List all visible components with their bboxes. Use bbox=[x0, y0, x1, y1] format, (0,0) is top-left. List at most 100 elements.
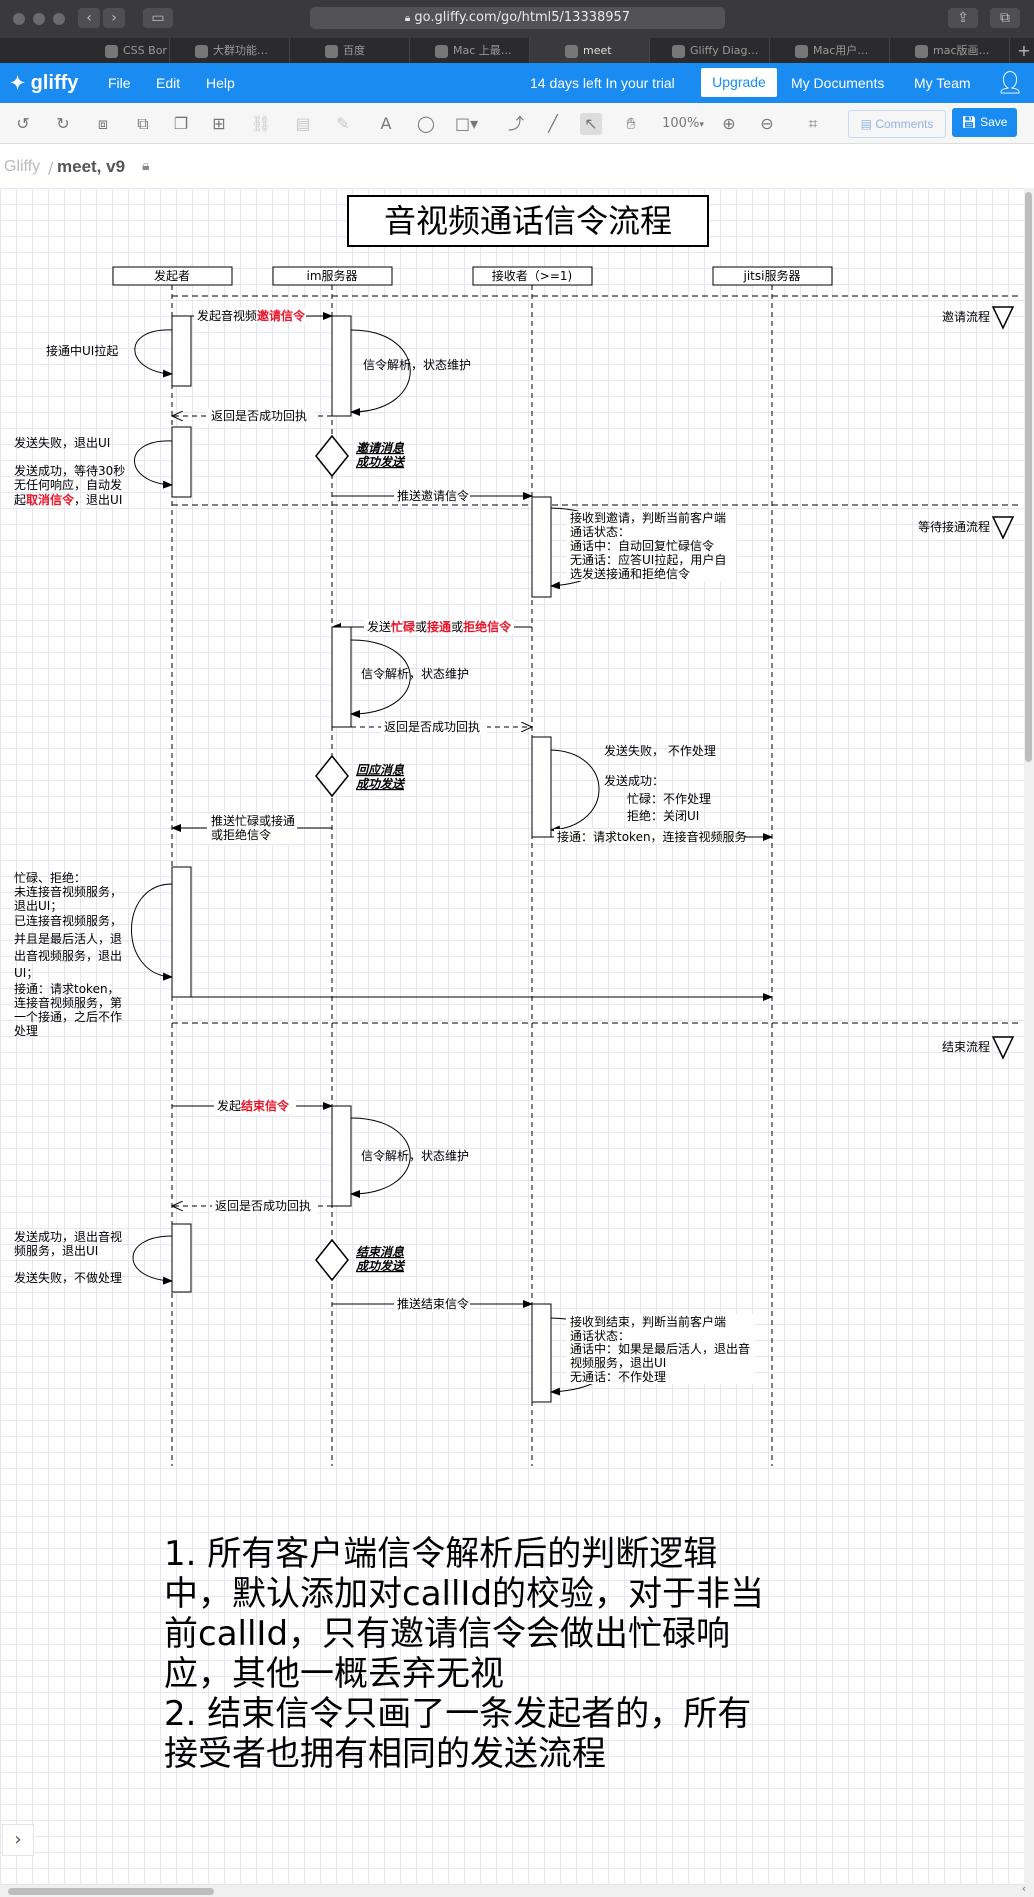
back-icon[interactable]: ‹ bbox=[78, 8, 100, 28]
note-im: 信令解析，状态维护 bbox=[363, 357, 471, 372]
my-documents-link[interactable]: My Documents bbox=[791, 75, 885, 91]
note-line: 中，默认添加对callId的校验，对于非当 bbox=[164, 1574, 765, 1614]
group-icon[interactable]: ❐ bbox=[173, 114, 189, 133]
tab-item[interactable]: Mac用户… bbox=[770, 38, 890, 63]
activation-bar[interactable] bbox=[531, 736, 552, 838]
lane-label-caller: 发起者 bbox=[154, 268, 190, 283]
vertical-scroll-thumb[interactable] bbox=[1025, 192, 1032, 762]
message-label: 推送忙碌或接通 bbox=[211, 813, 295, 828]
address-bar[interactable]: 🔒︎ go.gliffy.com/go/html5/13338957 bbox=[310, 7, 725, 29]
tabs-overview-icon[interactable]: ⧉ bbox=[990, 8, 1020, 28]
diagram-canvas[interactable]: 音视频通话信令流程 发起者 im服务器 接收者（>=1) jitsi服务器 邀请… bbox=[0, 188, 1024, 1885]
decision-diamond[interactable] bbox=[315, 434, 349, 478]
section-label-wait: 等待接通流程 bbox=[918, 519, 990, 534]
activation-bar[interactable] bbox=[331, 1105, 352, 1207]
scroll-left-icon[interactable]: ‹ bbox=[1021, 1882, 1027, 1895]
upgrade-button[interactable]: Upgrade bbox=[701, 68, 777, 97]
zoom-out-icon[interactable]: ⊖ bbox=[760, 114, 774, 133]
pointer-tool-icon[interactable]: ↖ bbox=[580, 113, 602, 135]
close-window-button[interactable] bbox=[13, 13, 25, 25]
tab-item[interactable]: Gliffy Diag… bbox=[650, 38, 770, 63]
line-tool-icon[interactable]: ╱ bbox=[548, 114, 558, 133]
undo-icon[interactable]: ↺ bbox=[16, 114, 30, 133]
label-bg bbox=[566, 1314, 754, 1384]
tab-item[interactable]: 大群功能… bbox=[170, 38, 290, 63]
sidebar-toggle-icon[interactable]: ▭ bbox=[143, 8, 173, 28]
label-bg bbox=[207, 814, 297, 844]
new-tab-icon[interactable]: + bbox=[1017, 41, 1031, 60]
activation-bar[interactable] bbox=[331, 315, 352, 417]
vertical-scrollbar[interactable] bbox=[1024, 188, 1034, 1885]
comment-icon[interactable]: ▤ bbox=[295, 114, 311, 133]
lock-icon[interactable]: 🔒︎ bbox=[142, 158, 150, 174]
activation-bar[interactable] bbox=[331, 626, 352, 728]
redo-icon[interactable]: ↻ bbox=[56, 114, 70, 133]
my-team-link[interactable]: My Team bbox=[914, 75, 971, 91]
user-avatar-icon[interactable]: 👤︎ bbox=[996, 70, 1024, 95]
self-arrow[interactable] bbox=[131, 883, 173, 981]
tab-item[interactable]: Mac 上最… bbox=[410, 38, 530, 63]
menu-edit[interactable]: Edit bbox=[156, 75, 181, 91]
self-arrow[interactable] bbox=[350, 1117, 411, 1198]
self-arrow[interactable] bbox=[550, 749, 600, 834]
activation-bar[interactable] bbox=[171, 866, 192, 998]
self-arrow[interactable] bbox=[134, 329, 173, 378]
self-arrow[interactable] bbox=[132, 1235, 173, 1285]
diagram-title[interactable]: 音视频通话信令流程 bbox=[384, 202, 672, 240]
note-line: 2. 结束信令只画了一条发起者的，所有 bbox=[164, 1694, 752, 1734]
note-im: 信令解析，状态维护 bbox=[361, 666, 469, 681]
expand-panel-chevron-icon[interactable]: › bbox=[2, 1824, 34, 1856]
crop-icon[interactable]: ⌗ bbox=[808, 114, 818, 133]
gliffy-logo[interactable]: ✦ gliffy bbox=[10, 72, 79, 94]
rectangle-tool-icon[interactable]: □▾ bbox=[455, 114, 479, 133]
note-caller: 发送成功，退出音视 bbox=[14, 1229, 122, 1244]
zoom-select[interactable]: 100%▾ bbox=[662, 116, 704, 131]
note-caller: 无任何响应，自动发 bbox=[14, 477, 122, 492]
menu-help[interactable]: Help bbox=[206, 75, 235, 91]
pan-tool-icon[interactable]: ✋︎ bbox=[626, 114, 636, 133]
bring-to-front-icon[interactable]: ⧈ bbox=[97, 114, 109, 133]
activation-bar[interactable] bbox=[531, 496, 552, 598]
horizontal-scroll-thumb[interactable] bbox=[8, 1888, 214, 1895]
lane-label-im-server: im服务器 bbox=[306, 268, 357, 283]
self-arrow[interactable] bbox=[134, 440, 173, 489]
note-caller: 忙碌、拒绝： 未连接音视频服务， 退出UI； 已连接音视频服务， 并且是最后活人… bbox=[14, 870, 126, 1038]
menu-file[interactable]: File bbox=[108, 75, 131, 91]
self-arrow[interactable] bbox=[350, 329, 411, 416]
diamond-label: 成功发送 bbox=[355, 777, 406, 791]
section-triangle-icon bbox=[991, 1036, 1015, 1060]
forward-icon[interactable]: › bbox=[103, 8, 125, 28]
send-to-back-icon[interactable]: ⧉ bbox=[137, 114, 149, 133]
tab-item[interactable]: 百度 bbox=[290, 38, 410, 63]
breadcrumb-root[interactable]: Gliffy bbox=[4, 158, 41, 175]
note-caller: 发送成功，等待30秒 bbox=[14, 463, 125, 478]
document-title[interactable]: meet, v9 bbox=[57, 157, 126, 176]
format-painter-icon[interactable]: ✎ bbox=[336, 114, 350, 133]
note-receiver: 接收到结束，判断当前客户端 通话状态： 通话中：如果是最后活人，退出音 视频服务… bbox=[570, 1314, 754, 1384]
ungroup-icon[interactable]: ⊞ bbox=[212, 114, 226, 133]
zoom-window-button[interactable] bbox=[53, 13, 65, 25]
activation-bar[interactable] bbox=[171, 1223, 192, 1293]
zoom-in-icon[interactable]: ⊕ bbox=[722, 114, 736, 133]
link-icon[interactable]: ⛓ bbox=[250, 114, 272, 133]
activation-bar[interactable] bbox=[531, 1303, 552, 1403]
share-icon[interactable]: ⇪ bbox=[948, 8, 978, 28]
tab-item[interactable]: CSS Bor bbox=[70, 38, 170, 63]
self-arrow[interactable] bbox=[350, 639, 411, 718]
horizontal-scrollbar[interactable] bbox=[0, 1885, 1034, 1897]
activation-bar[interactable] bbox=[171, 315, 192, 387]
connector-tool-icon[interactable]: ⤴ bbox=[507, 114, 524, 133]
comments-button[interactable]: ▤ Comments bbox=[848, 110, 946, 138]
save-button[interactable]: 💾︎ Save bbox=[952, 108, 1017, 137]
decision-diamond[interactable] bbox=[315, 754, 349, 798]
ellipse-tool-icon[interactable]: ◯ bbox=[417, 114, 435, 133]
minimize-window-button[interactable] bbox=[33, 13, 45, 25]
notes-block[interactable]: 1. 所有客户端信令解析后的判断逻辑 中，默认添加对callId的校验，对于非当… bbox=[164, 1534, 804, 1774]
activation-bar[interactable] bbox=[171, 426, 192, 498]
tab-item[interactable]: mac版画… bbox=[890, 38, 1010, 63]
tab-item-active[interactable]: meet bbox=[530, 38, 650, 63]
decision-diamond[interactable] bbox=[315, 1238, 349, 1282]
diagram-title-box[interactable] bbox=[347, 195, 709, 247]
text-tool-icon[interactable]: A bbox=[380, 114, 392, 133]
note-line: 应，其他一概丢弃无视 bbox=[164, 1654, 504, 1694]
